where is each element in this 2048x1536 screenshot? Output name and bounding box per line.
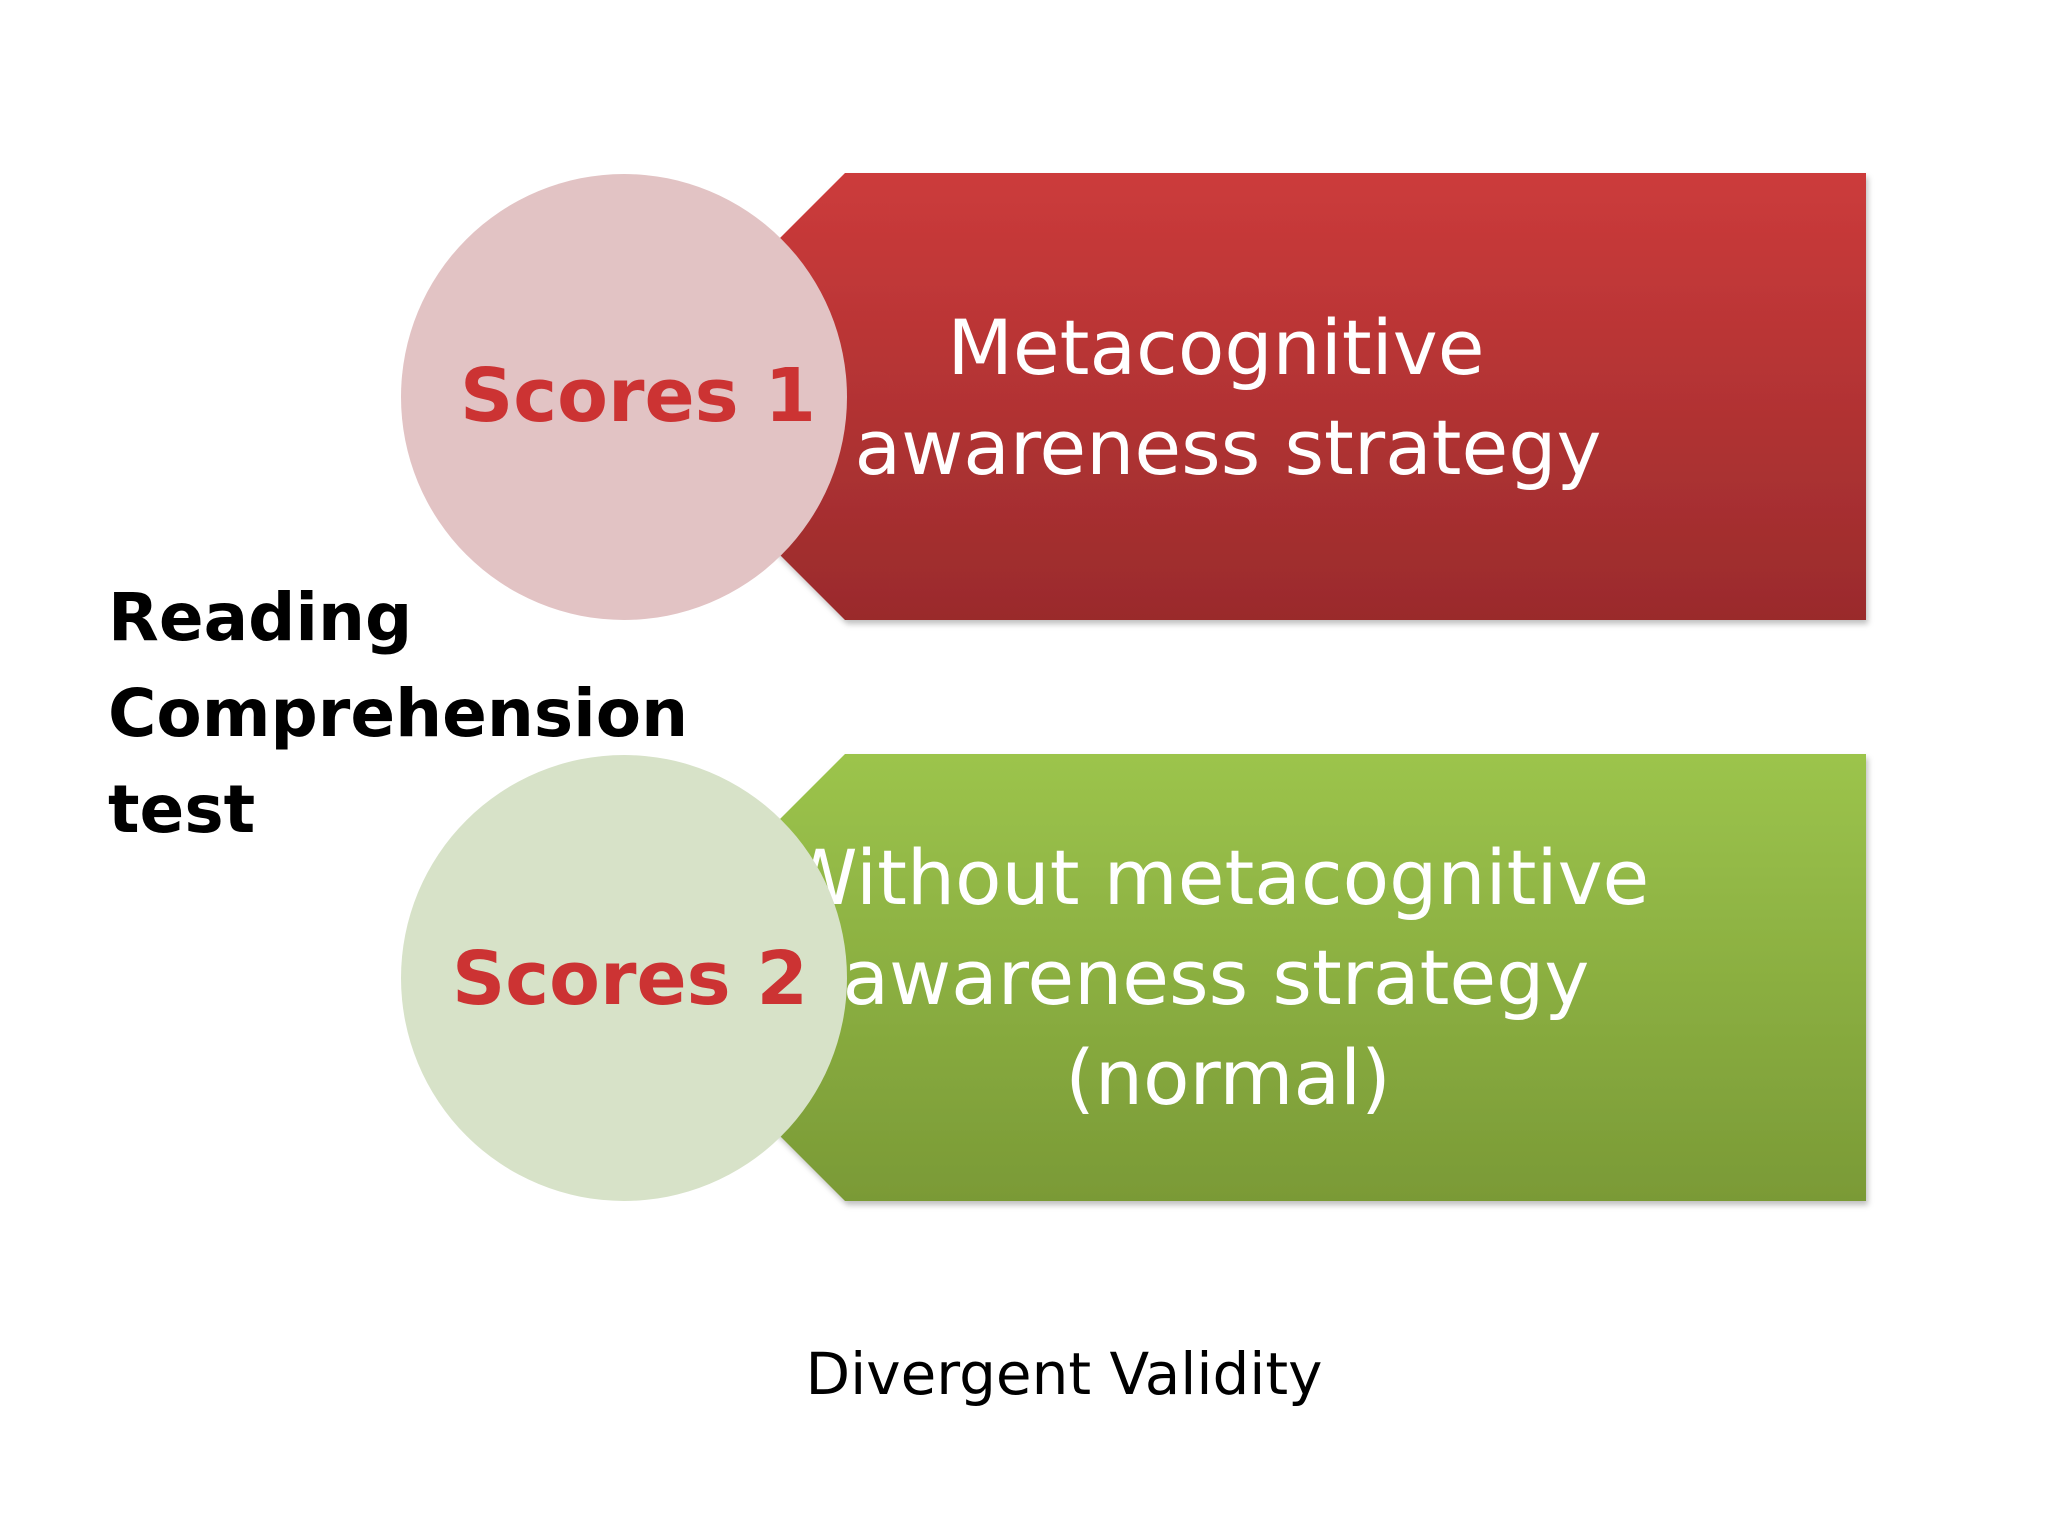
row-2-box-line-1: Without metacognitive xyxy=(783,833,1650,922)
reading-comprehension-label: Reading Comprehension test xyxy=(108,570,689,858)
row-2-box xyxy=(766,754,1866,1201)
row-1-box-text: Metacognitive awareness strategy xyxy=(855,303,1602,492)
row-2-circle-label: Scores 2 xyxy=(452,936,808,1022)
row-1-box-line-2: awareness strategy xyxy=(855,403,1602,492)
left-label-line-1: Reading xyxy=(108,579,413,656)
row-1: Metacognitive awareness strategy Scores … xyxy=(401,173,1866,620)
row-2: Without metacognitive awareness strategy… xyxy=(401,754,1866,1201)
left-label-line-3: test xyxy=(108,771,256,848)
row-1-circle-label: Scores 1 xyxy=(460,353,816,439)
caption: Divergent Validity xyxy=(805,1340,1323,1408)
left-label-line-2: Comprehension xyxy=(108,675,689,752)
row-2-box-line-3: (normal) xyxy=(1065,1033,1391,1122)
row-2-box-text: Without metacognitive awareness strategy… xyxy=(783,833,1674,1122)
row-2-circle xyxy=(401,755,847,1201)
row-1-box xyxy=(766,173,1866,620)
row-2-box-line-2: awareness strategy xyxy=(842,933,1589,1022)
row-1-box-line-1: Metacognitive xyxy=(947,303,1484,392)
row-1-circle xyxy=(401,174,847,620)
